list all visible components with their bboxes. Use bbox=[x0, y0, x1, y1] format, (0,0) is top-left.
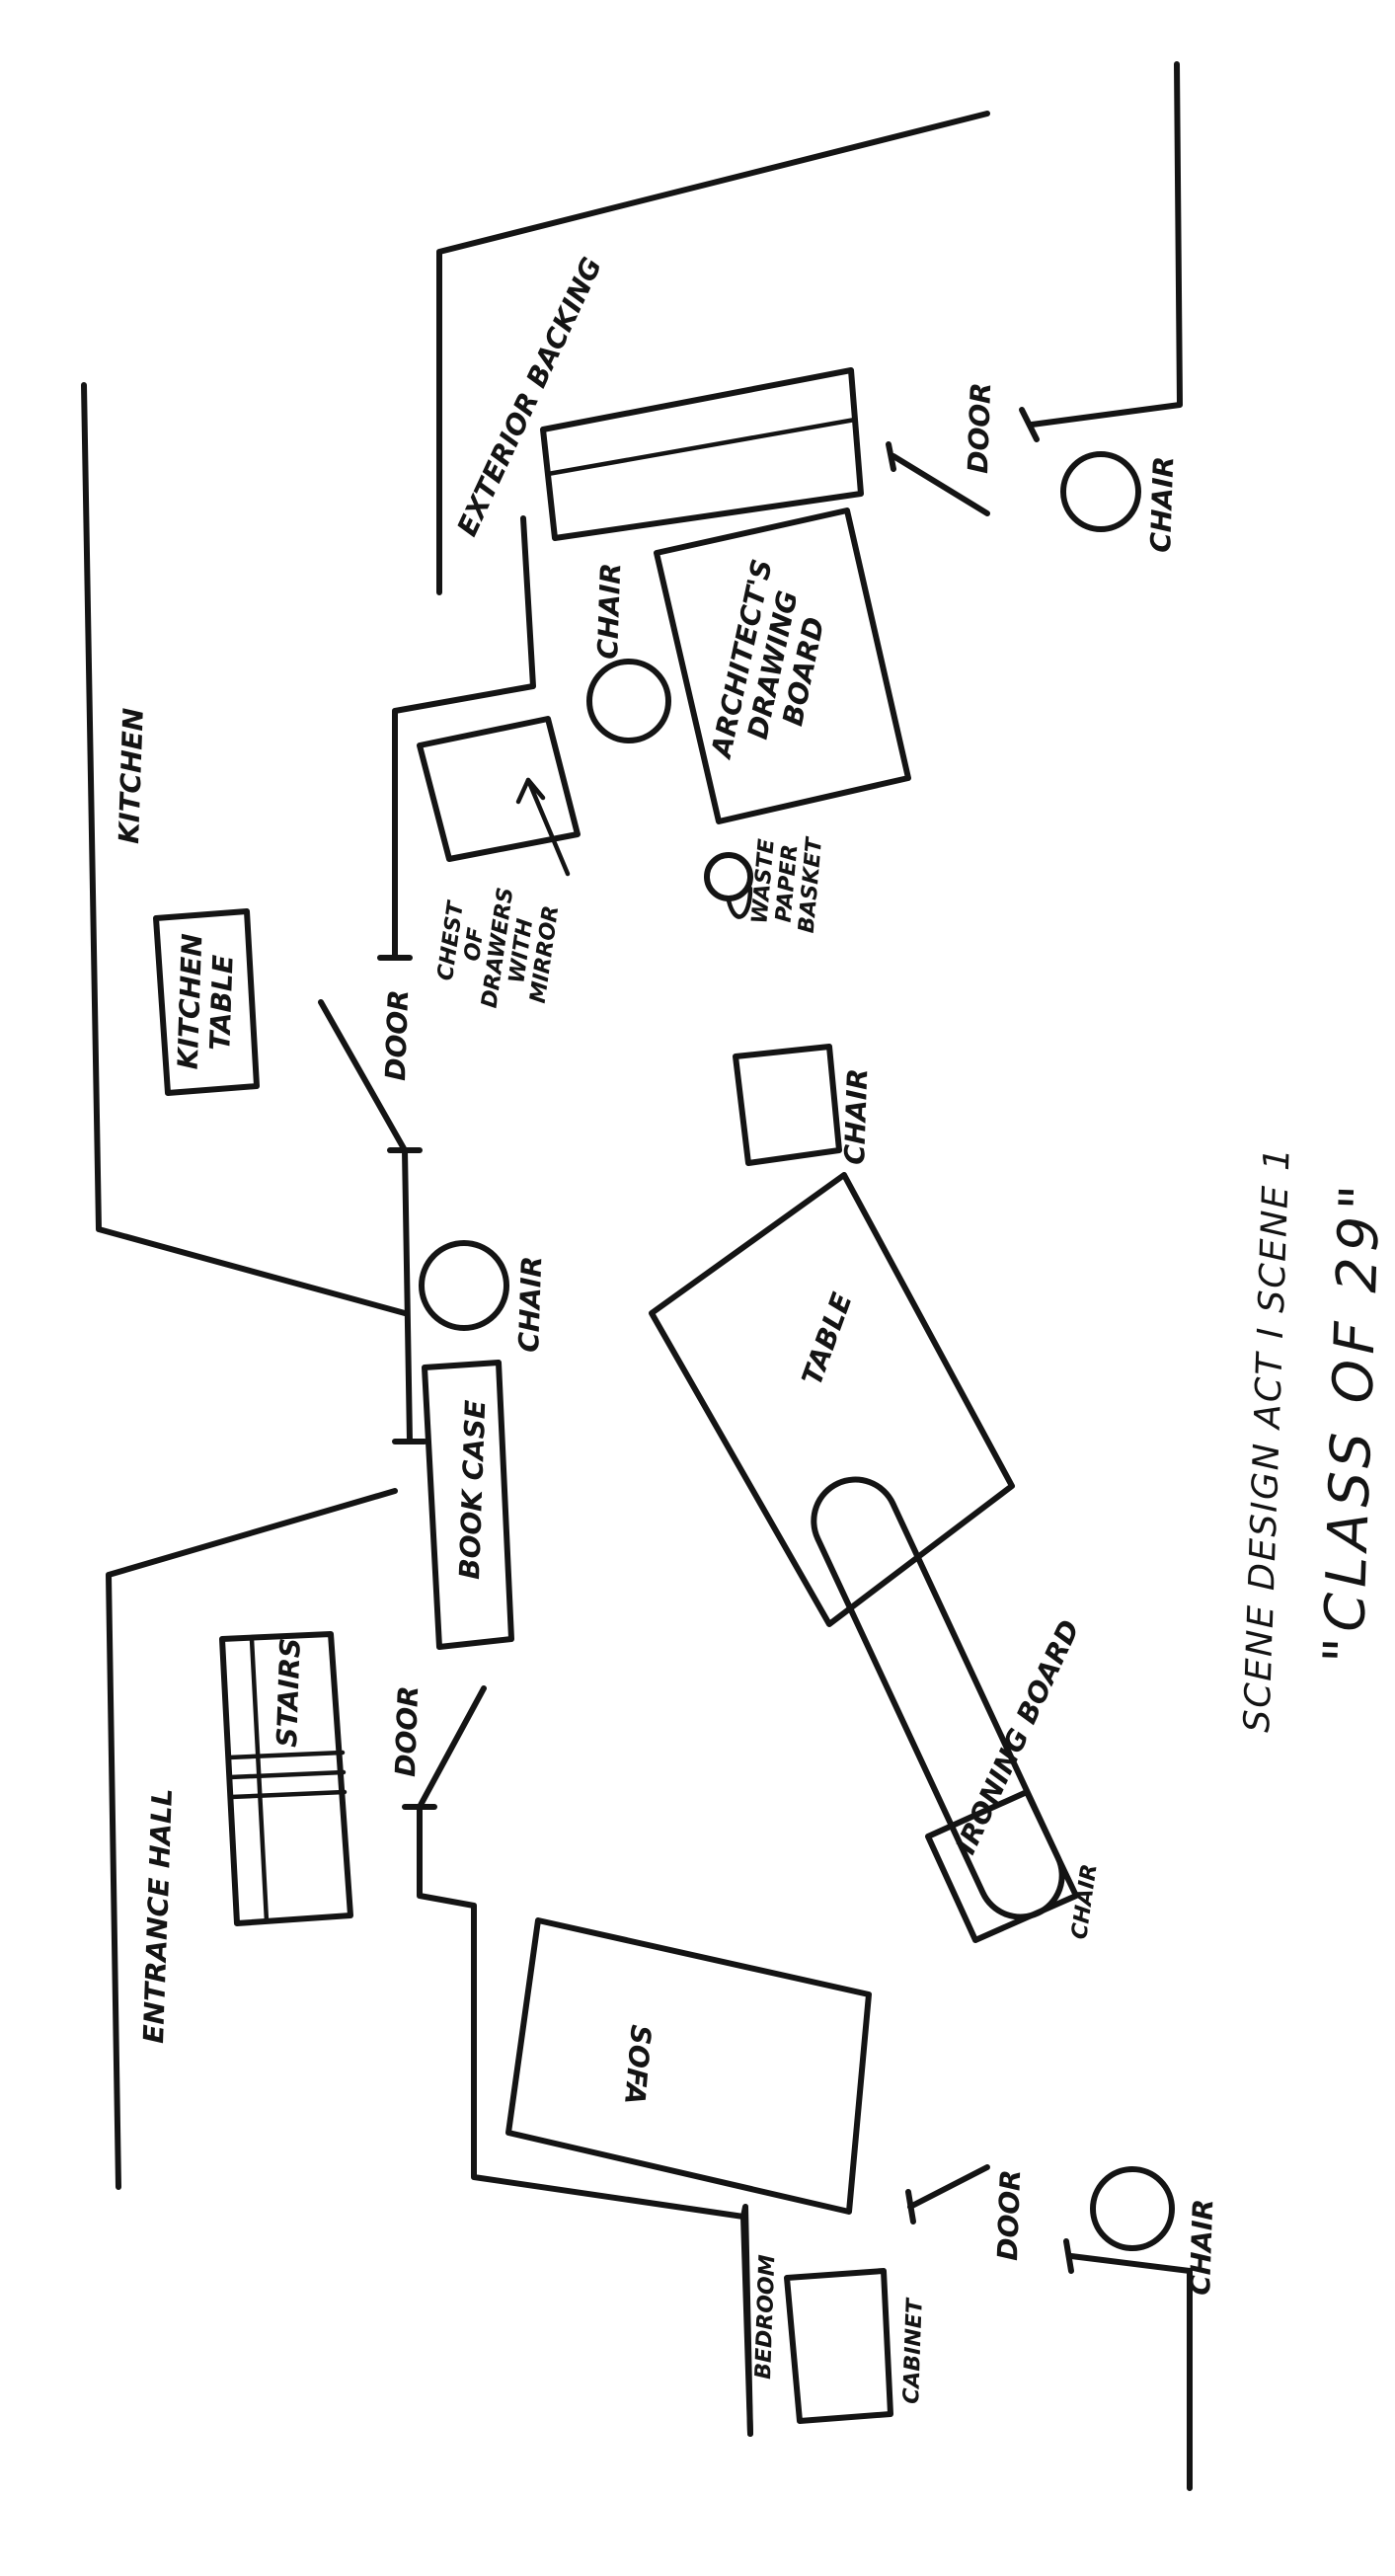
label-chair-near-board: CHAIR bbox=[591, 563, 627, 661]
chest-line2: OF bbox=[460, 926, 489, 963]
label-exterior-backing: EXTERIOR BACKING bbox=[450, 253, 608, 541]
table bbox=[649, 1172, 1015, 1627]
label-door-kitchen: DOOR bbox=[379, 989, 415, 1082]
book-case bbox=[422, 1360, 514, 1650]
label-stairs: STAIRS bbox=[271, 1637, 307, 1748]
label-kitchen: KITCHEN bbox=[113, 707, 150, 844]
waste-basket-circle bbox=[704, 852, 753, 901]
label-chair-square: CHAIR bbox=[838, 1068, 874, 1166]
sofa bbox=[505, 1917, 872, 2215]
door-hall-swing bbox=[417, 1685, 487, 1810]
label-chair-bookcase: CHAIR bbox=[512, 1256, 548, 1354]
exterior-backing-wall bbox=[436, 111, 990, 595]
chair-circle-bookcase bbox=[419, 1240, 509, 1331]
kitchen-wall bbox=[81, 382, 408, 1316]
kitchen-table-line2: TABLE bbox=[203, 955, 239, 1052]
label-chest-of-drawers: CHEST OF DRAWERS WITH MIRROR bbox=[433, 886, 565, 1009]
label-kitchen-table: KITCHEN TABLE bbox=[172, 933, 240, 1070]
chair-circle-near-board bbox=[586, 659, 671, 743]
waste-basket-arrow bbox=[726, 886, 753, 919]
label-cabinet: CABINET bbox=[899, 2297, 928, 2404]
label-drawing-board: ARCHITECT'S DRAWING BOARD bbox=[705, 556, 831, 762]
center-wall bbox=[402, 1147, 413, 1444]
caption-title: "CLASS OF 29" bbox=[1312, 1178, 1393, 1664]
kitchen-table-line1: KITCHEN bbox=[172, 933, 209, 1070]
ironing-board bbox=[811, 1476, 1065, 1920]
lower-wall bbox=[417, 1804, 753, 2437]
label-ironing-board: IRONING BOARD bbox=[949, 1615, 1086, 1859]
bedroom-wall bbox=[740, 2214, 753, 2437]
mirror-arrow bbox=[525, 777, 571, 877]
label-chair-right: CHAIR bbox=[1144, 456, 1180, 554]
label-bedroom: BEDROOM bbox=[751, 2254, 780, 2380]
label-door-hall: DOOR bbox=[389, 1685, 425, 1778]
label-door-bedroom: DOOR bbox=[991, 2169, 1027, 2262]
ironing-board-group bbox=[811, 1476, 1079, 1943]
ironing-chair bbox=[925, 1789, 1079, 1943]
caption-scene-design: SCENE DESIGN ACT I SCENE 1 bbox=[1237, 1145, 1298, 1733]
stairs bbox=[219, 1631, 353, 1926]
door-stop bbox=[1063, 2238, 1074, 2274]
label-chair-bottom: CHAIR bbox=[1184, 2199, 1219, 2297]
kitchen-table bbox=[153, 908, 260, 1096]
chair-circle-bottom bbox=[1090, 2166, 1175, 2251]
upper-back-wall bbox=[392, 515, 536, 961]
door-kitchen-swing bbox=[318, 999, 408, 1153]
right-door-wall bbox=[1029, 61, 1183, 428]
walls bbox=[81, 61, 1193, 2491]
label-entrance-hall: ENTRANCE HALL bbox=[137, 1788, 179, 2045]
door-bedroom-swing bbox=[907, 2164, 990, 2210]
door-stop bbox=[1019, 407, 1040, 442]
architects-drawing-board bbox=[654, 507, 911, 824]
bedroom-cabinet bbox=[784, 2268, 893, 2424]
label-sofa: SOFA bbox=[618, 2023, 658, 2106]
label-waste-basket: WASTE PAPER BASKET bbox=[747, 835, 827, 935]
chest-line5: MIRROR bbox=[526, 904, 565, 1005]
entrance-hall-wall bbox=[106, 1488, 398, 2190]
label-chair-ironing: CHAIR bbox=[1067, 1862, 1102, 1940]
lower-right-wall bbox=[1068, 2253, 1193, 2491]
arrow-head bbox=[515, 777, 546, 805]
door-right-swing bbox=[891, 453, 990, 516]
backing-bench bbox=[540, 367, 864, 541]
chair-circle-right bbox=[1060, 451, 1141, 532]
chest-of-drawers bbox=[417, 716, 581, 862]
label-book-case: BOOK CASE bbox=[453, 1399, 492, 1580]
chair-square bbox=[733, 1044, 842, 1166]
label-door-right: DOOR bbox=[962, 382, 997, 475]
label-table: TABLE bbox=[796, 1288, 859, 1389]
